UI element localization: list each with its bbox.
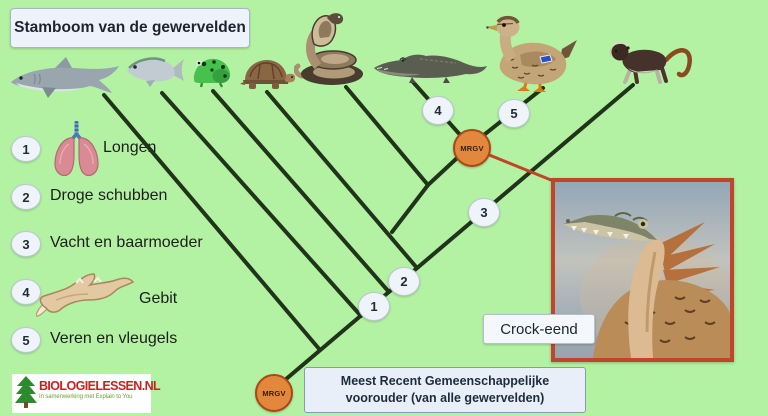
jawbone-icon [36,273,135,317]
crock-eend-illustration [555,182,730,358]
trait-node-4: 4 [422,96,454,125]
legend-label-gebit: Gebit [139,290,178,307]
legend-number: 1 [22,141,30,157]
trunk-line [270,83,635,393]
frog-image [193,58,231,88]
logo-tagline: In samenwerking met Explain to You [39,393,133,400]
biologielessen-logo: BIOLOGIELESSEN.NL In samenwerking met Ex… [12,374,161,413]
root-ancestor-caption: Meest Recent Gemeenschappelijke vooroude… [304,367,586,413]
snake-image [294,13,363,85]
reptile-stem-line [390,183,430,234]
legend-badge-5: 5 [11,327,41,353]
fish-image [127,57,184,87]
shark-image [11,57,119,98]
caption-line-2: voorouder (van alle gewervelden) [345,391,545,405]
page-title: Stamboom van de gewervelden [10,8,250,48]
trait-node-5: 5 [498,99,530,128]
lungs-icon [54,121,99,177]
mrgv-root-node: MRGV [255,374,293,412]
tree-logo-icon [15,376,37,408]
legend-badge-3: 3 [11,231,41,257]
branch-fish-line [160,91,363,318]
mrgv-croc-duck-node: MRGV [453,129,491,167]
legend-number: 5 [22,332,30,348]
legend-number: 3 [22,236,30,252]
legend-badge-2: 2 [11,184,41,210]
monkey-image [609,41,692,84]
turtle-image [240,60,296,89]
crocodile-image [374,54,487,83]
hybrid-name-label: Crock-eend [483,314,595,344]
caption-line-1: Meest Recent Gemeenschappelijke [340,374,550,389]
legend-label-droge-schubben: Droge schubben [50,187,168,204]
legend-number: 4 [22,284,30,300]
duck-image [485,15,577,92]
trait-node-2: 2 [388,267,420,296]
legend-label-vacht-en-baarmoeder: Vacht en baarmoeder [50,234,203,251]
branch-frog-line [211,89,391,294]
trait-node-1: 1 [358,292,390,321]
branch-turtle-line [265,90,419,270]
branch-shark-line [102,93,322,352]
crock-eend-photo [551,178,734,362]
branch-snake-line [344,85,430,187]
legend-badge-1: 1 [11,136,41,162]
legend-label-veren-en-vleugels: Veren en vleugels [50,330,178,347]
legend-number: 2 [22,189,30,205]
logo-name: BIOLOGIELESSEN.NL [39,379,161,393]
trait-node-3: 3 [468,198,500,227]
legend-badge-4: 4 [11,279,41,305]
page-title-text: Stamboom van de gewervelden [14,19,246,36]
